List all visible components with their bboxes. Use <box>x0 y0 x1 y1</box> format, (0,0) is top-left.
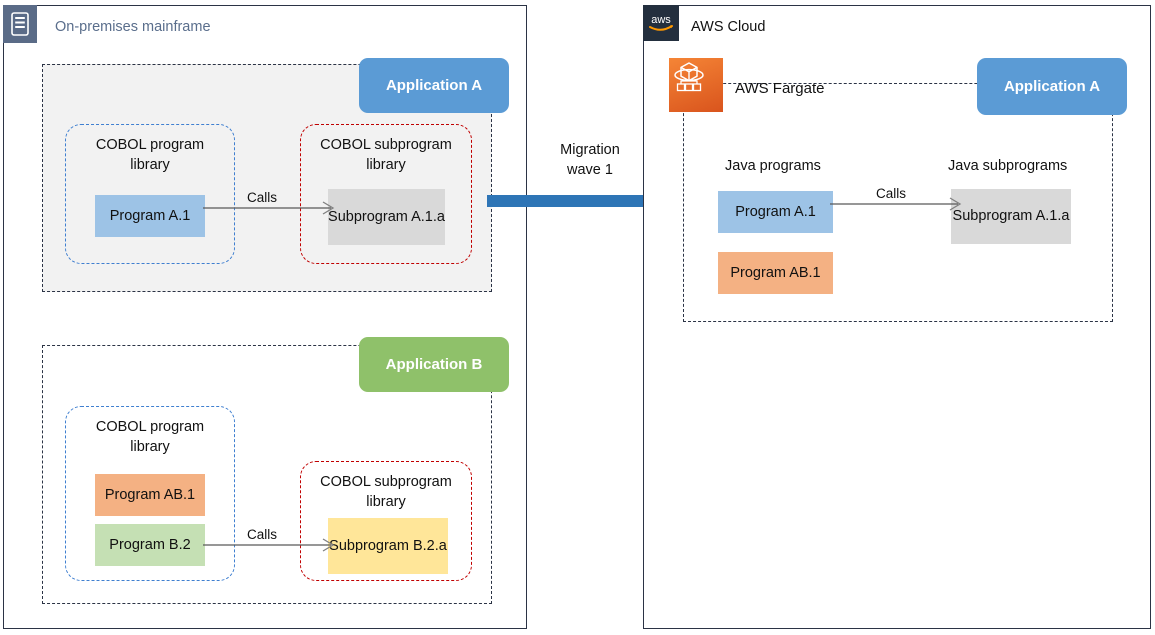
migration-arrow <box>487 187 688 215</box>
call-label-b: Calls <box>247 527 278 542</box>
library-label-line2: library <box>366 494 406 510</box>
block-label: Subprogram A.1.a <box>952 208 1070 225</box>
call-arrow-a <box>203 201 335 215</box>
block-subprogram-b2a[interactable]: Subprogram B.2.a <box>328 518 448 574</box>
block-java-program-ab1[interactable]: Program AB.1 <box>718 252 833 294</box>
migration-label-line1: Migration <box>560 142 620 158</box>
block-java-program-a1[interactable]: Program A.1 <box>718 191 833 233</box>
library-label-line2: library <box>366 157 406 173</box>
svg-text:aws: aws <box>651 14 671 26</box>
aws-fargate-label: AWS Fargate <box>735 80 825 97</box>
library-label-line1: COBOL subprogram <box>320 474 452 490</box>
cobol-program-library-a: COBOL program library <box>65 124 235 264</box>
aws-cloud-title: AWS Cloud <box>691 19 766 35</box>
call-label-aws: Calls <box>876 186 907 201</box>
application-a-badge-aws[interactable]: Application A <box>977 58 1127 115</box>
cobol-program-library-b: COBOL program library <box>65 406 235 581</box>
block-program-a1[interactable]: Program A.1 <box>95 195 205 237</box>
library-label-line1: COBOL program <box>95 137 205 153</box>
call-label-a: Calls <box>247 190 278 205</box>
aws-logo-icon: aws <box>643 5 679 41</box>
cobol-subprogram-library-b: COBOL subprogram library <box>300 461 472 581</box>
application-a-badge[interactable]: Application A <box>359 58 509 113</box>
library-label-line2: library <box>130 157 170 173</box>
migration-label-line2: wave 1 <box>567 161 613 178</box>
aws-fargate-icon <box>669 58 723 112</box>
block-subprogram-a1a[interactable]: Subprogram A.1.a <box>328 189 445 245</box>
migration-wave-label: Migration wave 1 <box>535 141 645 180</box>
block-program-ab1[interactable]: Program AB.1 <box>95 474 205 516</box>
block-program-b2[interactable]: Program B.2 <box>95 524 205 566</box>
library-label-line1: COBOL program <box>95 419 205 435</box>
library-label-line2: library <box>130 439 170 455</box>
call-arrow-b <box>203 538 335 552</box>
block-label: Subprogram B.2.a <box>329 537 447 554</box>
block-java-subprogram-a1a[interactable]: Subprogram A.1.a <box>951 189 1071 244</box>
java-subprograms-label: Java subprograms <box>948 158 1068 174</box>
call-arrow-aws <box>830 197 962 211</box>
cobol-subprogram-library-a: COBOL subprogram library <box>300 124 472 264</box>
application-b-badge[interactable]: Application B <box>359 337 509 392</box>
onpremises-title: On-premises mainframe <box>55 19 211 35</box>
library-label-line1: COBOL subprogram <box>320 137 452 153</box>
java-programs-label: Java programs <box>725 158 821 174</box>
mainframe-icon <box>3 5 37 43</box>
block-label: Subprogram A.1.a <box>328 208 445 225</box>
